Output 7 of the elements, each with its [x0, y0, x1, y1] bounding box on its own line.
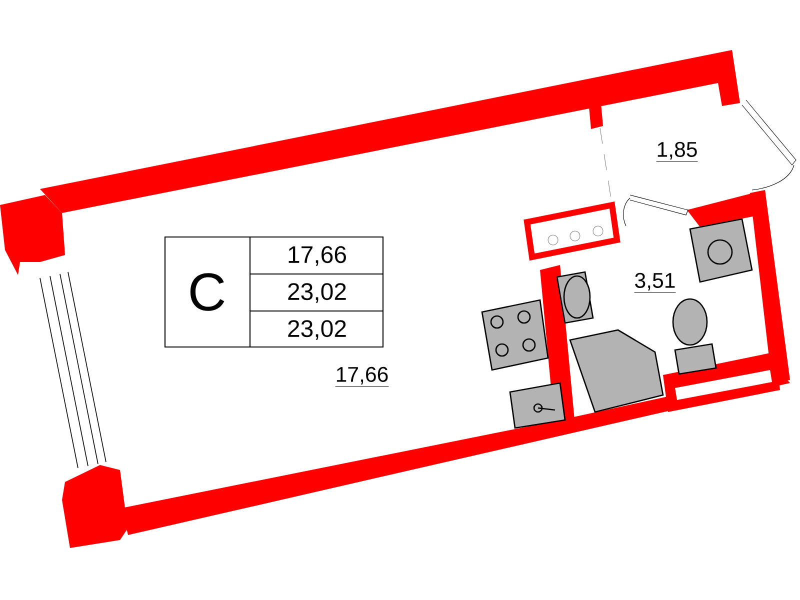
area-label: 3,51 [634, 272, 676, 293]
table-cell: 17,66 [288, 246, 346, 266]
class-letter: C [190, 273, 224, 311]
area-label: 17,66 [335, 366, 389, 387]
table-cell: 23,02 [288, 320, 346, 340]
table-cell: 23,02 [288, 283, 346, 303]
area-label: 1,85 [656, 142, 698, 162]
